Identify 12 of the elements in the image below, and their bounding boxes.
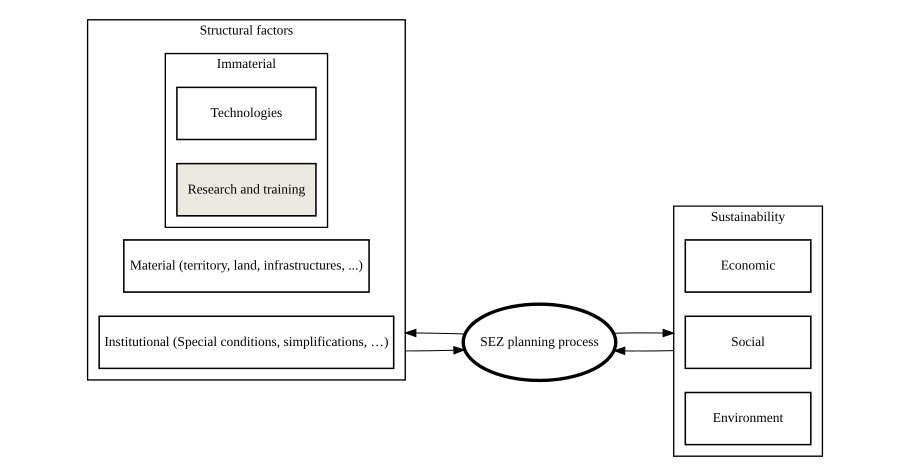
node-box: Technologies <box>176 86 316 140</box>
node-ellipse: SEZ planning process <box>461 302 617 382</box>
node-box: Material (territory, land, infrastructures, ...) <box>122 239 370 293</box>
node-box: Economic <box>684 239 812 293</box>
arrow <box>612 328 675 338</box>
arrow <box>403 328 465 338</box>
node-box: Research and training <box>176 162 316 217</box>
node-box: Environment <box>684 392 812 446</box>
arrow <box>612 346 674 356</box>
arrow <box>404 346 466 355</box>
node-box: Social <box>684 315 812 370</box>
node-box: Institutional (Special conditions, simplifications, …) <box>98 315 394 370</box>
